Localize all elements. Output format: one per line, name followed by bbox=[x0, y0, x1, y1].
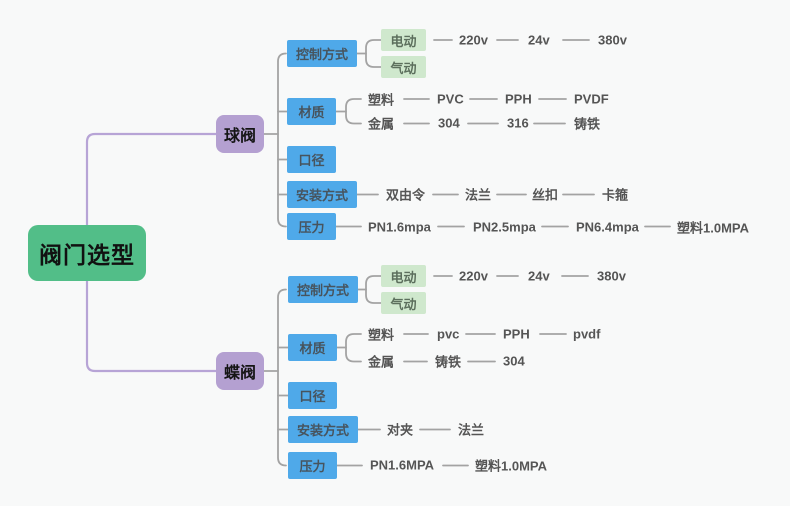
branch-ball-valve[interactable]: 球阀 bbox=[216, 115, 264, 153]
leaf-flange-ball[interactable]: 法兰 bbox=[465, 187, 492, 203]
leaf-cast-iron-butterfly[interactable]: 铸铁 bbox=[435, 354, 462, 370]
root-topic-valve-selection[interactable]: 阀门选型 bbox=[28, 225, 146, 281]
leaf-380v-butterfly[interactable]: 380v bbox=[597, 268, 626, 284]
topic-install-mode-ball[interactable]: 安装方式 bbox=[287, 181, 357, 208]
leaf-clamp-ball[interactable]: 卡箍 bbox=[602, 187, 629, 203]
topic-material-butterfly[interactable]: 材质 bbox=[288, 334, 337, 361]
leaf-thread-ball[interactable]: 丝扣 bbox=[532, 187, 559, 203]
leaf-304-butterfly[interactable]: 304 bbox=[503, 353, 525, 369]
subtopic-pneumatic-butterfly[interactable]: 气动 bbox=[381, 292, 426, 314]
topic-pressure-ball[interactable]: 压力 bbox=[287, 213, 336, 240]
leaf-plastic-ball[interactable]: 塑料 bbox=[368, 92, 395, 108]
leaf-metal-butterfly[interactable]: 金属 bbox=[368, 354, 395, 370]
topic-material-ball[interactable]: 材质 bbox=[287, 98, 336, 125]
topic-diameter-butterfly[interactable]: 口径 bbox=[288, 382, 337, 409]
leaf-220v-butterfly[interactable]: 220v bbox=[459, 268, 488, 284]
subtopic-pneumatic-ball[interactable]: 气动 bbox=[381, 56, 426, 78]
branch-butterfly-valve[interactable]: 蝶阀 bbox=[216, 352, 264, 390]
leaf-304-ball[interactable]: 304 bbox=[438, 115, 460, 131]
subtopic-electric-ball[interactable]: 电动 bbox=[381, 29, 426, 51]
leaf-pvc-ball[interactable]: PVC bbox=[437, 91, 464, 107]
subtopic-electric-butterfly[interactable]: 电动 bbox=[381, 265, 426, 287]
leaf-380v-ball[interactable]: 380v bbox=[598, 32, 627, 48]
leaf-pn25-ball[interactable]: PN2.5mpa bbox=[473, 219, 536, 235]
leaf-plastic10-butterfly[interactable]: 塑料1.0MPA bbox=[475, 458, 547, 474]
leaf-pvdf-butterfly[interactable]: pvdf bbox=[573, 326, 601, 342]
leaf-pn16-ball[interactable]: PN1.6mpa bbox=[368, 219, 431, 235]
leaf-union-ball[interactable]: 双由令 bbox=[386, 187, 426, 203]
ball-valve-connectors bbox=[263, 39, 671, 228]
topic-control-mode-butterfly[interactable]: 控制方式 bbox=[288, 276, 358, 303]
topic-diameter-ball[interactable]: 口径 bbox=[287, 146, 336, 173]
leaf-316-ball[interactable]: 316 bbox=[507, 115, 529, 131]
leaf-plastic10-ball[interactable]: 塑料1.0MPA bbox=[677, 220, 749, 236]
leaf-metal-ball[interactable]: 金属 bbox=[368, 116, 395, 132]
leaf-pn64-ball[interactable]: PN6.4mpa bbox=[576, 219, 639, 235]
leaf-24v-ball[interactable]: 24v bbox=[528, 32, 550, 48]
leaf-pph-ball[interactable]: PPH bbox=[505, 91, 532, 107]
topic-install-mode-butterfly[interactable]: 安装方式 bbox=[288, 416, 358, 443]
topic-control-mode-ball[interactable]: 控制方式 bbox=[287, 40, 357, 67]
topic-pressure-butterfly[interactable]: 压力 bbox=[288, 452, 337, 479]
leaf-wafer-butterfly[interactable]: 对夹 bbox=[387, 422, 414, 438]
leaf-220v-ball[interactable]: 220v bbox=[459, 32, 488, 48]
leaf-cast-iron-ball[interactable]: 铸铁 bbox=[574, 116, 601, 132]
root-connectors bbox=[85, 132, 218, 373]
leaf-pvc-butterfly[interactable]: pvc bbox=[437, 326, 460, 342]
leaf-pvdf-ball[interactable]: PVDF bbox=[574, 91, 609, 107]
leaf-24v-butterfly[interactable]: 24v bbox=[528, 268, 550, 284]
leaf-plastic-butterfly[interactable]: 塑料 bbox=[368, 327, 395, 343]
butterfly-valve-connectors bbox=[263, 275, 589, 467]
leaf-flange-butterfly[interactable]: 法兰 bbox=[458, 422, 485, 438]
leaf-pph-butterfly[interactable]: PPH bbox=[503, 326, 530, 342]
leaf-pn16-butterfly[interactable]: PN1.6MPA bbox=[370, 457, 435, 473]
